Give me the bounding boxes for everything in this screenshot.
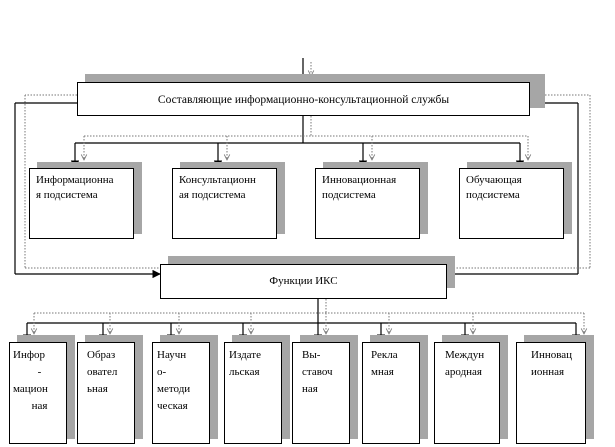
function-box-scientific: Научн о- методи ческая xyxy=(152,342,210,444)
functions-title: Функции ИКС xyxy=(269,275,338,287)
function-label-line: ческая xyxy=(157,400,188,412)
title-box: Составляющие информационно-консультацион… xyxy=(77,82,530,116)
function-label-line: ионная xyxy=(531,366,565,378)
function-label-line: овател xyxy=(87,366,118,378)
subsystem-box-information: Информационна я подсистема xyxy=(29,168,134,239)
function-label-line: льская xyxy=(229,366,260,378)
function-box-exhibition: Вы- ставоч ная xyxy=(292,342,350,444)
subsystem-label-line: Консультационн xyxy=(179,174,256,186)
functions-box: Функции ИКС xyxy=(160,264,447,299)
subsystem-label-line: ая подсистема xyxy=(179,188,246,201)
function-box-innovative: Инновац ионная xyxy=(516,342,586,444)
function-label-line: Инфор xyxy=(13,349,45,361)
function-box-publishing: Издате льская xyxy=(224,342,282,444)
subsystem-box-innovation: Инновационная подсистема xyxy=(315,168,420,239)
function-label-line: - xyxy=(37,366,42,378)
function-box-international: Междун ародная xyxy=(434,342,500,444)
function-label-line: Междун xyxy=(445,349,485,361)
subsystem-label-line: подсистема xyxy=(466,188,520,201)
function-label-line: ародная xyxy=(445,366,482,378)
function-label-line: Научн xyxy=(157,349,187,361)
function-label-line: ьная xyxy=(87,383,108,395)
function-label-line: мацион xyxy=(13,383,48,395)
subsystem-label-line: подсистема xyxy=(322,188,376,201)
subsystem-label-line: Информационна xyxy=(36,174,114,186)
subsystem-label-line: я подсистема xyxy=(36,188,98,201)
function-box-information: Инфор - мацион ная xyxy=(9,342,67,444)
function-label-line: ная xyxy=(302,383,318,395)
function-label-line: ная xyxy=(31,400,48,412)
function-label-line: мная xyxy=(371,366,394,378)
function-label-line: Инновац xyxy=(531,349,573,361)
function-label-line: о- xyxy=(157,366,167,378)
subsystem-label-line: Инновационная xyxy=(322,174,397,186)
function-label-line: ставоч xyxy=(302,366,333,378)
function-label-line: методи xyxy=(157,383,191,395)
title-text: Составляющие информационно-консультацион… xyxy=(157,94,450,106)
function-box-education: Образ овател ьная xyxy=(77,342,135,444)
function-label-line: Рекла xyxy=(371,349,398,361)
function-label-line: Издате xyxy=(229,349,261,361)
function-label-line: Вы- xyxy=(302,349,321,361)
subsystem-label-line: Обучающая xyxy=(466,174,522,186)
subsystem-box-consulting: Консультационн ая подсистема xyxy=(172,168,277,239)
function-label-line: Образ xyxy=(87,349,116,361)
function-box-advertising: Рекла мная xyxy=(362,342,420,444)
subsystem-box-training: Обучающая подсистема xyxy=(459,168,564,239)
